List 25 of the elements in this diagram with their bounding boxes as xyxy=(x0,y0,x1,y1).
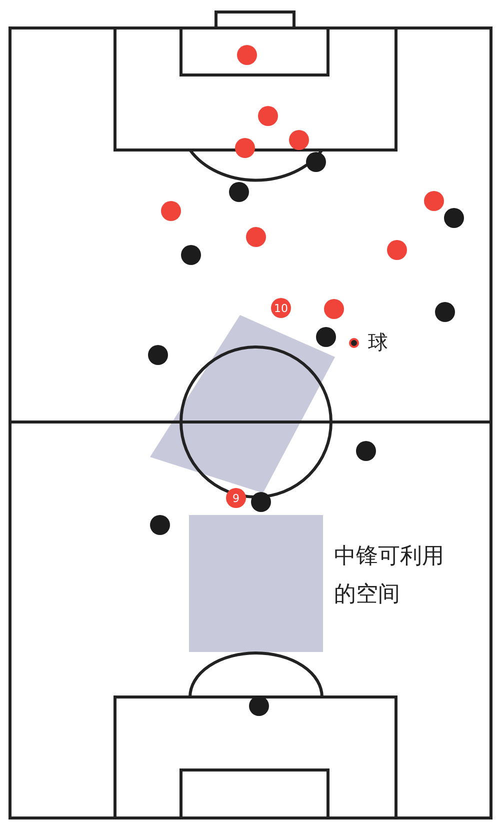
player-marker: 9 xyxy=(226,488,246,508)
space-note: 中锋可利用的空间 xyxy=(334,543,445,609)
player-marker xyxy=(246,227,266,247)
player-marker xyxy=(424,191,444,211)
player-marker xyxy=(435,302,455,322)
player-marker xyxy=(249,696,269,716)
player-marker xyxy=(356,441,376,461)
player-marker xyxy=(229,182,249,202)
player-marker: 10 xyxy=(271,298,291,318)
player-marker xyxy=(306,152,326,172)
player-marker xyxy=(161,201,181,221)
player-marker xyxy=(148,345,168,365)
player-marker xyxy=(251,492,271,512)
player-marker xyxy=(150,515,170,535)
player-marker xyxy=(289,130,309,150)
player-marker xyxy=(235,138,255,158)
player-marker xyxy=(181,245,201,265)
player-marker xyxy=(237,45,257,65)
player-marker xyxy=(444,208,464,228)
player-marker xyxy=(387,240,407,260)
player-marker xyxy=(258,106,278,126)
ball-label: 球 xyxy=(368,329,388,356)
player-marker xyxy=(316,327,336,347)
ball-marker xyxy=(349,338,359,348)
player-marker xyxy=(324,299,344,319)
